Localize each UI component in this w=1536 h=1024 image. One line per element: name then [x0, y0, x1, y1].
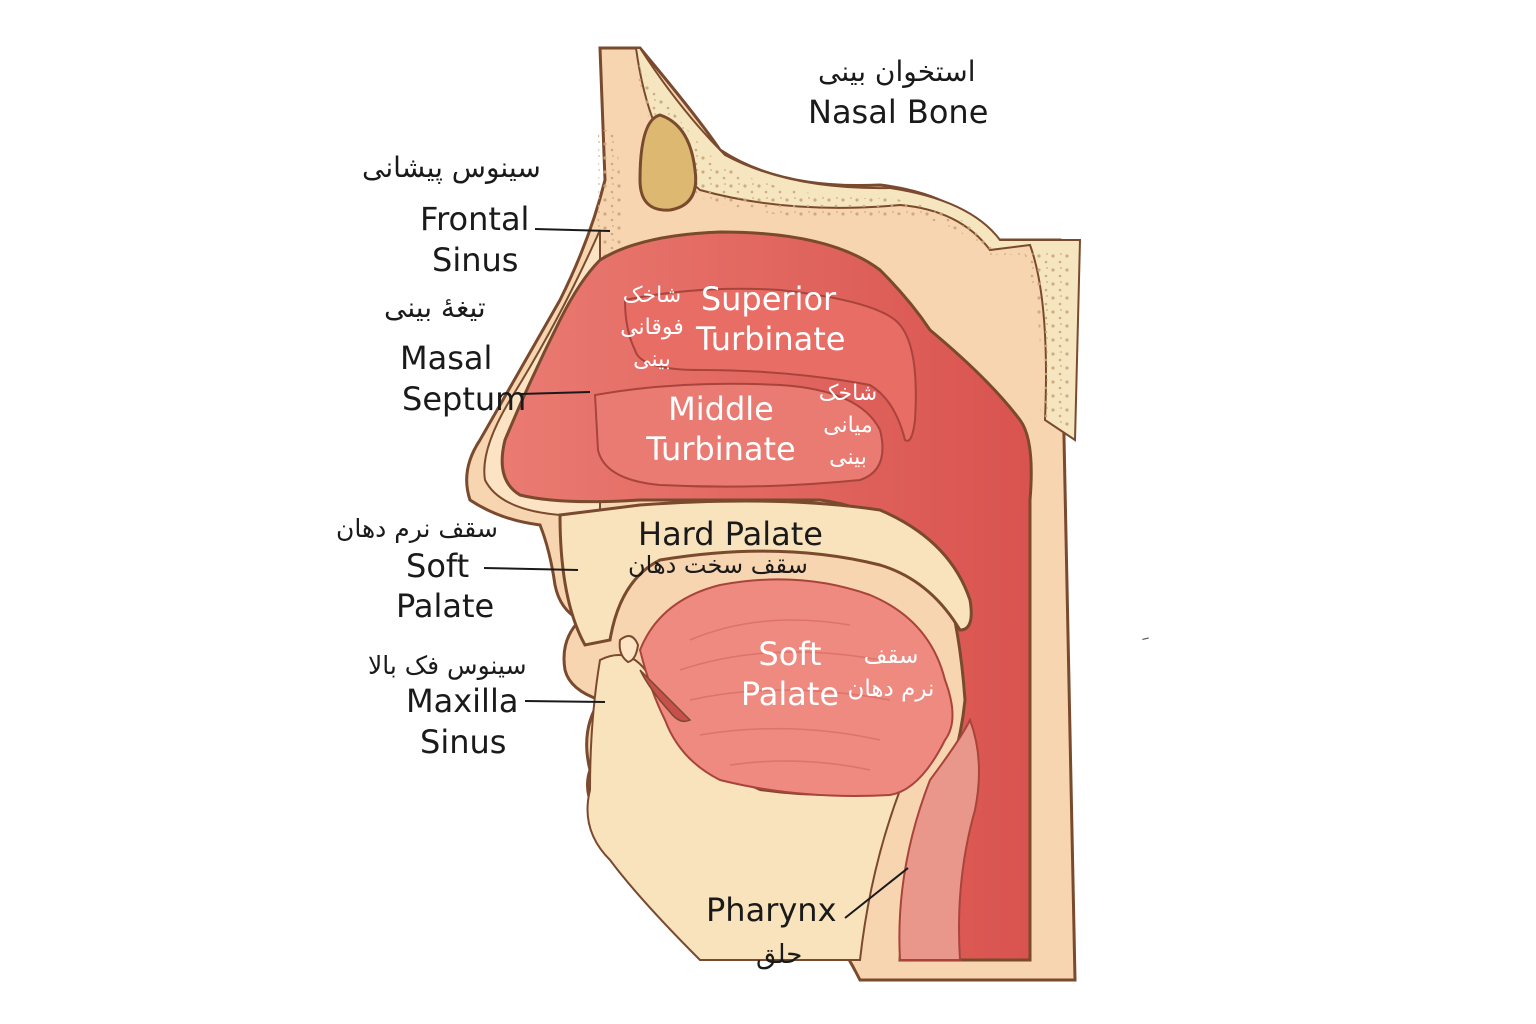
superior-turbinate-fa: شاخک فوقانی بینی	[612, 280, 692, 376]
superior-turbinate-fa-line-1: شاخک	[622, 283, 682, 308]
septum-en-1: Masal	[400, 339, 493, 377]
leader-soft-palate	[483, 567, 579, 571]
pharynx-en: Pharynx	[706, 891, 837, 929]
middle-turbinate-en: Middle Turbinate	[646, 389, 796, 469]
bone-texture	[595, 60, 1072, 430]
middle-turbinate-fa-line-1: شاخک	[818, 381, 878, 406]
pharynx-shape	[898, 717, 980, 961]
soft-palate-left-fa: سقف نرم دهان	[336, 514, 498, 543]
tongue-soft-palate-fa: سقف نرم دهان	[846, 640, 936, 707]
tongue-soft-palate-en: Soft Palate	[738, 634, 842, 714]
middle-turbinate-fa: شاخک میانی بینی	[808, 378, 888, 474]
tongue-soft-palate-en-line-2: Palate	[740, 675, 840, 713]
maxilla-sinus-en-2: Sinus	[420, 723, 507, 761]
leader-maxilla-sinus	[524, 700, 606, 703]
leader-frontal-sinus	[534, 228, 611, 232]
leader-lines	[483, 228, 909, 919]
middle-turbinate-fa-line-2: میانی	[823, 412, 873, 438]
tongue-shape	[638, 578, 954, 797]
frontal-sinus-shape	[638, 113, 698, 212]
nasal-bone-fa: استخوان بینی	[818, 55, 976, 88]
tongue-soft-palate-en-line-1: Soft	[758, 635, 822, 673]
superior-turbinate-fa-line-3: بینی	[633, 346, 671, 372]
leader-septum	[519, 391, 591, 395]
soft-palate-left-en-2: Palate	[396, 587, 495, 625]
soft-palate-left-en-1: Soft	[406, 547, 470, 585]
hard-palate-en: Hard Palate	[638, 515, 823, 553]
middle-turbinate-en-line-1: Middle	[668, 390, 774, 428]
hard-palate-fa: سقف سخت دهان	[628, 551, 808, 579]
superior-turbinate-fa-line-2: فوقانی	[620, 314, 684, 340]
nasal-bone-en: Nasal Bone	[808, 93, 989, 131]
superior-turbinate-en-line-1: Superior	[700, 280, 837, 318]
frontal-sinus-fa: سینوس پیشانی	[362, 151, 541, 184]
pharynx-fa: حلق	[756, 940, 803, 970]
middle-turbinate-fa-line-3: بینی	[829, 444, 867, 470]
septum-en-2: Septum	[402, 380, 527, 418]
superior-turbinate-shape	[623, 287, 917, 442]
superior-turbinate-en-line-2: Turbinate	[696, 320, 846, 358]
maxilla-sinus-en-1: Maxilla	[406, 682, 519, 720]
middle-turbinate-shape	[593, 382, 884, 488]
frontal-sinus-en-1: Frontal	[420, 200, 530, 238]
lip-fold	[639, 669, 692, 723]
maxilla-sinus-fa: سینوس فک بالا	[368, 651, 527, 680]
hard-palate-shape	[558, 499, 973, 647]
tongue-soft-palate-fa-line-1: سقف	[863, 643, 919, 669]
middle-turbinate-en-line-2: Turbinate	[646, 430, 796, 468]
leader-pharynx	[844, 867, 909, 919]
tongue-texture	[679, 619, 891, 771]
septum-fa: تیغهٔ بینی	[384, 291, 486, 324]
tongue-soft-palate-fa-line-2: نرم دهان	[847, 676, 935, 703]
upper-incisor	[618, 635, 640, 664]
superior-turbinate-en: Superior Turbinate	[696, 279, 846, 359]
frontal-sinus-en-2: Sinus	[432, 241, 519, 279]
